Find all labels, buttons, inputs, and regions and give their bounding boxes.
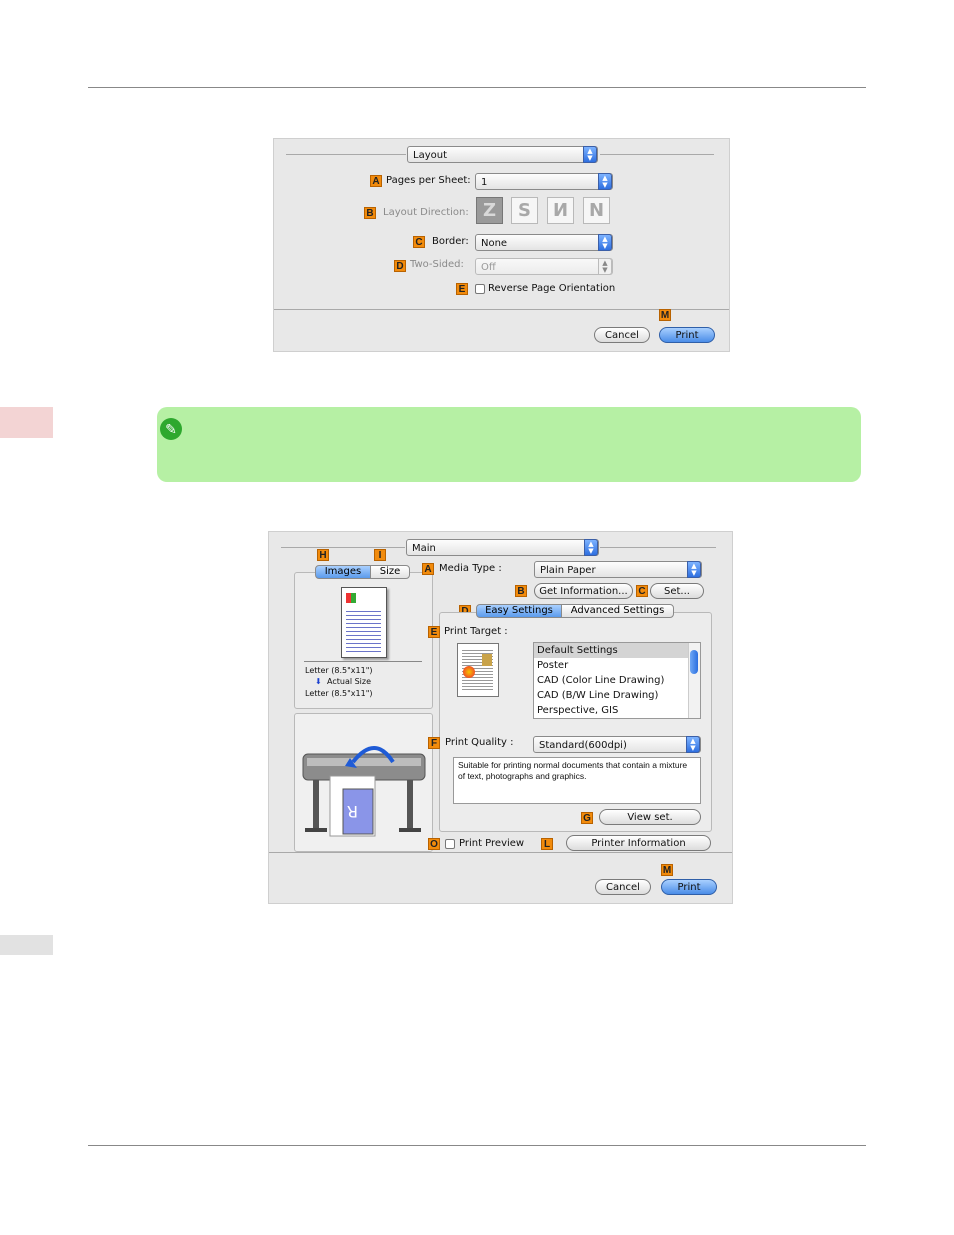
print-quality-label: Print Quality : <box>445 737 514 748</box>
updown-arrow-icon: ▲▼ <box>598 258 612 275</box>
pages-per-sheet-label: Pages per Sheet: <box>386 175 471 186</box>
callout-o: O <box>428 838 440 850</box>
pencil-icon: ✎ <box>160 418 182 440</box>
updown-arrow-icon: ▲▼ <box>686 736 700 753</box>
callout-b: B <box>364 207 376 219</box>
border-popup[interactable]: None ▲▼ <box>475 234 613 251</box>
tab-size[interactable]: Size <box>370 565 410 579</box>
print-quality-popup[interactable]: Standard(600dpi) ▲▼ <box>533 736 701 753</box>
large-format-printer-icon: R <box>302 746 426 837</box>
callout-i: I <box>374 549 386 561</box>
paper-size-original: Letter (8.5"x11") <box>305 666 373 675</box>
panel-popup-label: Layout <box>413 150 447 161</box>
list-item[interactable]: Poster <box>537 660 569 671</box>
footer-rule <box>88 1145 866 1146</box>
paper-preview-image-icon <box>346 593 356 603</box>
get-information-button[interactable]: Get Information... <box>534 583 633 599</box>
updown-arrow-icon: ▲▼ <box>687 561 701 578</box>
pages-per-sheet-value: 1 <box>481 177 488 188</box>
layout-dialog: Layout ▲▼ A Pages per Sheet: 1 ▲▼ B Layo… <box>273 138 730 352</box>
printer-illustration-panel: R <box>294 713 433 852</box>
side-tab-gray <box>0 935 53 955</box>
print-button[interactable]: Print <box>661 879 717 895</box>
print-target-label: Print Target : <box>444 626 508 637</box>
callout-l: L <box>541 838 553 850</box>
reverse-orientation-checkbox[interactable] <box>475 284 485 294</box>
two-sided-label: Two-Sided: <box>410 259 464 270</box>
reverse-orientation-label: Reverse Page Orientation <box>488 283 616 294</box>
pages-per-sheet-popup[interactable]: 1 ▲▼ <box>475 173 613 190</box>
media-type-value: Plain Paper <box>540 565 596 576</box>
media-type-label: Media Type : <box>439 563 502 574</box>
tab-images[interactable]: Images <box>315 565 371 579</box>
direction-reverse-n-icon[interactable]: И <box>547 197 574 224</box>
callout-m: M <box>661 864 673 876</box>
callout-a: A <box>422 563 434 575</box>
list-item[interactable]: Perspective, GIS <box>537 705 619 716</box>
list-item[interactable]: Default Settings <box>534 643 700 658</box>
print-preview-checkbox[interactable] <box>445 839 455 849</box>
panel-popup-label: Main <box>412 543 436 554</box>
callout-c: C <box>413 236 425 248</box>
list-item[interactable]: CAD (B/W Line Drawing) <box>537 690 659 701</box>
updown-arrow-icon: ▲▼ <box>598 234 612 251</box>
border-value: None <box>481 238 508 249</box>
callout-c: C <box>636 585 648 597</box>
two-sided-popup[interactable]: Off ▲▼ <box>475 258 613 275</box>
panel-popup[interactable]: Main ▲▼ <box>406 539 599 556</box>
direction-z-icon[interactable]: Z <box>476 197 503 224</box>
direction-n-icon[interactable]: N <box>583 197 610 224</box>
print-button[interactable]: Print <box>659 327 715 343</box>
paper-size-output: Letter (8.5"x11") <box>305 689 373 698</box>
callout-m: M <box>659 309 671 321</box>
printer-information-button[interactable]: Printer Information <box>566 835 711 851</box>
callout-g: G <box>581 812 593 824</box>
updown-arrow-icon: ▲▼ <box>584 539 598 556</box>
callout-b: B <box>515 585 527 597</box>
cancel-button[interactable]: Cancel <box>594 327 650 343</box>
print-target-list[interactable]: Default Settings Poster CAD (Color Line … <box>533 642 701 719</box>
callout-e: E <box>456 283 468 295</box>
note-box <box>157 407 861 482</box>
quality-description: Suitable for printing normal documents t… <box>453 757 701 804</box>
two-sided-value: Off <box>481 262 496 273</box>
paper-preview <box>341 587 387 658</box>
svg-text:R: R <box>347 802 358 821</box>
print-preview-label: Print Preview <box>459 838 525 849</box>
scrollbar[interactable] <box>688 643 700 718</box>
updown-arrow-icon: ▲▼ <box>598 173 612 190</box>
thumbnail-graphic <box>463 666 475 678</box>
cancel-button[interactable]: Cancel <box>595 879 651 895</box>
border-label: Border: <box>432 236 469 247</box>
main-dialog: Main ▲▼ H I Images Size Letter (8.5"x11"… <box>268 531 733 904</box>
list-item[interactable]: CAD (Color Line Drawing) <box>537 675 665 686</box>
set-button[interactable]: Set... <box>650 583 704 599</box>
view-set-button[interactable]: View set. <box>599 809 701 825</box>
callout-e: E <box>428 626 440 638</box>
callout-a: A <box>370 175 382 187</box>
header-rule <box>88 87 866 88</box>
paper-preview-lines <box>346 608 381 652</box>
media-type-popup[interactable]: Plain Paper ▲▼ <box>534 561 702 578</box>
callout-h: H <box>317 549 329 561</box>
print-quality-value: Standard(600dpi) <box>539 740 627 751</box>
thumbnail-photo <box>482 654 492 666</box>
updown-arrow-icon: ▲▼ <box>583 146 597 163</box>
direction-s-icon[interactable]: S <box>511 197 538 224</box>
panel-popup[interactable]: Layout ▲▼ <box>407 146 598 163</box>
scrollbar-thumb[interactable] <box>690 650 698 674</box>
down-arrow-icon: ⬇ <box>315 677 322 686</box>
layout-direction-label: Layout Direction: <box>383 207 469 218</box>
tab-easy-settings[interactable]: Easy Settings <box>476 604 562 618</box>
callout-f: F <box>428 737 440 749</box>
callout-d: D <box>394 260 406 272</box>
print-target-thumbnail <box>457 643 499 697</box>
scaling-label: Actual Size <box>327 677 372 686</box>
tab-advanced-settings[interactable]: Advanced Settings <box>561 604 674 618</box>
chapter-side-tab <box>0 407 53 438</box>
